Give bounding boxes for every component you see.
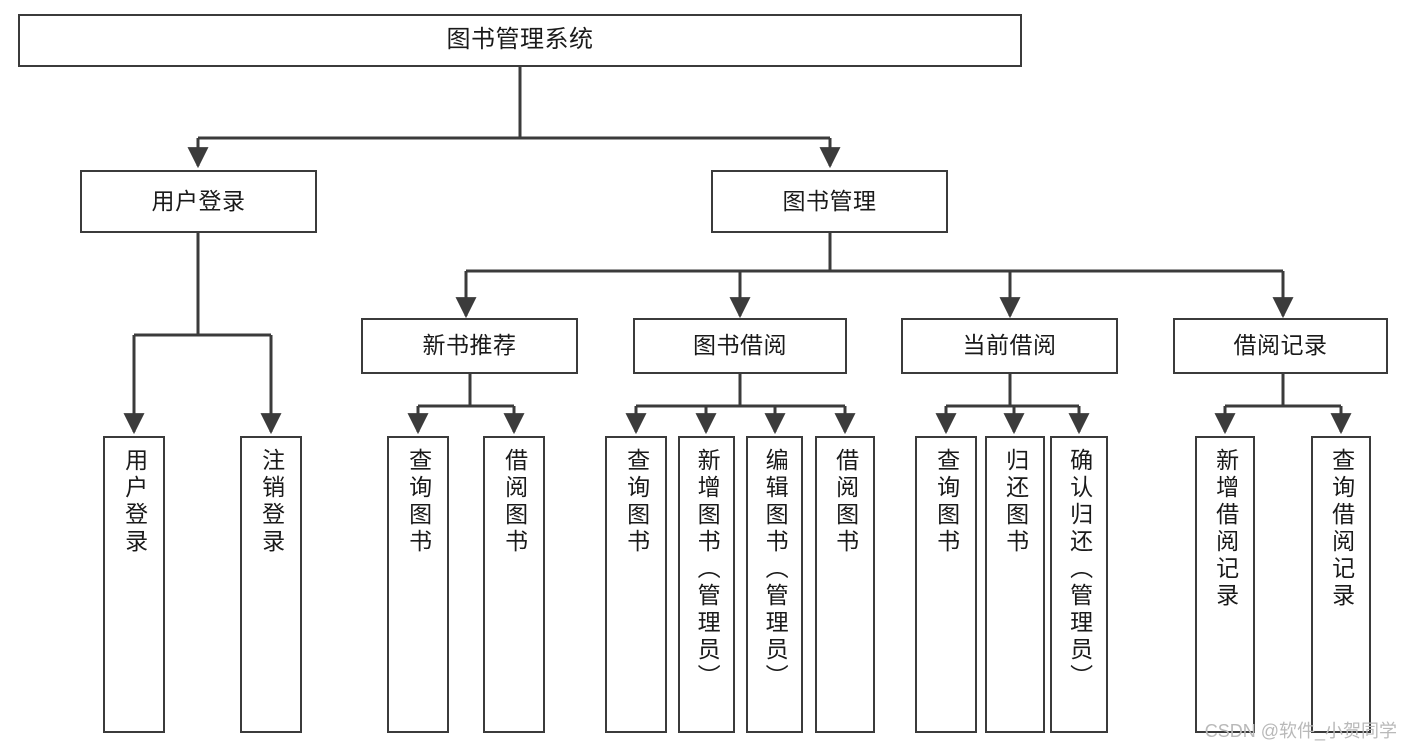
node-new-book-recommend[interactable]: 新书推荐 — [361, 318, 578, 374]
node-leaf-confirm-return-label: 确认归还（管理员） — [1066, 448, 1093, 691]
node-book-borrow-label: 图书借阅 — [693, 332, 787, 359]
node-leaf-add-record[interactable]: 新增借阅记录 — [1195, 436, 1255, 733]
node-new-book-recommend-label: 新书推荐 — [422, 332, 517, 359]
node-borrow-record-label: 借阅记录 — [1233, 332, 1328, 359]
node-book-borrow[interactable]: 图书借阅 — [633, 318, 847, 374]
node-leaf-return-book[interactable]: 归还图书 — [985, 436, 1045, 733]
node-leaf-borrow-book-2-label: 借阅图书 — [832, 448, 859, 556]
node-leaf-borrow-book-1-label: 借阅图书 — [501, 448, 528, 556]
node-user-login[interactable]: 用户登录 — [80, 170, 317, 233]
node-leaf-edit-book-label: 编辑图书（管理员） — [762, 448, 789, 691]
node-leaf-query-book-1-label: 查询图书 — [405, 448, 432, 556]
node-root-label: 图书管理系统 — [446, 26, 594, 54]
node-leaf-query-book-2[interactable]: 查询图书 — [605, 436, 667, 733]
node-current-borrow[interactable]: 当前借阅 — [901, 318, 1118, 374]
node-current-borrow-label: 当前借阅 — [962, 332, 1057, 359]
node-leaf-query-book-1[interactable]: 查询图书 — [387, 436, 449, 733]
node-leaf-borrow-book-2[interactable]: 借阅图书 — [815, 436, 875, 733]
node-root[interactable]: 图书管理系统 — [18, 14, 1022, 67]
node-book-management-label: 图书管理 — [782, 187, 877, 214]
node-leaf-query-book-2-label: 查询图书 — [623, 448, 650, 556]
node-leaf-logout-label: 注销登录 — [258, 448, 285, 556]
node-leaf-user-login-label: 用户登录 — [121, 448, 148, 556]
node-leaf-add-book[interactable]: 新增图书（管理员） — [678, 436, 735, 733]
node-leaf-edit-book[interactable]: 编辑图书（管理员） — [746, 436, 803, 733]
node-user-login-label: 用户登录 — [151, 187, 246, 214]
node-leaf-add-book-label: 新增图书（管理员） — [694, 448, 721, 691]
node-leaf-query-record-label: 查询借阅记录 — [1328, 448, 1355, 610]
node-book-management[interactable]: 图书管理 — [711, 170, 948, 233]
node-leaf-query-book-3-label: 查询图书 — [933, 448, 960, 556]
node-leaf-confirm-return[interactable]: 确认归还（管理员） — [1050, 436, 1108, 733]
node-leaf-query-book-3[interactable]: 查询图书 — [915, 436, 977, 733]
node-borrow-record[interactable]: 借阅记录 — [1173, 318, 1388, 374]
node-leaf-add-record-label: 新增借阅记录 — [1212, 448, 1239, 610]
node-leaf-return-book-label: 归还图书 — [1002, 448, 1029, 556]
watermark-text: CSDN @软件_小贺同学 — [1204, 721, 1397, 741]
node-leaf-user-login[interactable]: 用户登录 — [103, 436, 165, 733]
node-leaf-query-record[interactable]: 查询借阅记录 — [1311, 436, 1371, 733]
node-leaf-borrow-book-1[interactable]: 借阅图书 — [483, 436, 545, 733]
node-leaf-logout[interactable]: 注销登录 — [240, 436, 302, 733]
